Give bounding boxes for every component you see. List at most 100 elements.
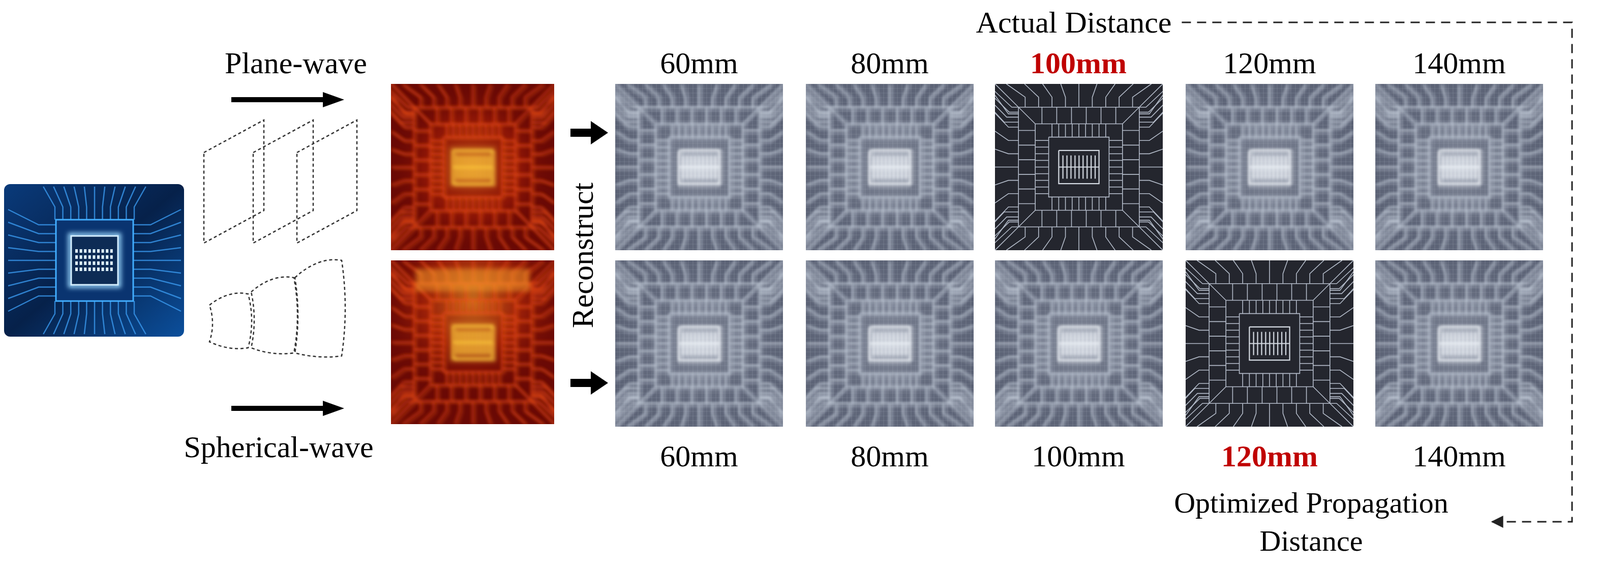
circuit-trace xyxy=(729,369,743,372)
circuit-trace xyxy=(701,196,704,210)
circuit-trace xyxy=(859,140,921,201)
circuit-trace xyxy=(729,195,743,198)
circuit-trace xyxy=(453,108,455,126)
ringing-streak xyxy=(646,260,648,427)
circuit-trace xyxy=(474,85,476,109)
circuit-trace xyxy=(510,212,512,229)
reconstruction-image xyxy=(615,260,783,427)
circuit-trace xyxy=(729,159,743,162)
circuit-trace xyxy=(933,191,951,193)
circuit-trace xyxy=(698,196,701,210)
circuit-trace xyxy=(453,212,455,229)
circuit-trace xyxy=(644,226,659,251)
circuit-trace xyxy=(933,205,951,208)
circuit-trace xyxy=(644,260,659,284)
circuit-trace xyxy=(684,299,687,314)
circuit-layer xyxy=(615,83,783,251)
circuit-trace xyxy=(742,306,760,308)
top-glow xyxy=(415,268,530,292)
circuit-trace xyxy=(712,83,717,108)
circuit-trace xyxy=(846,146,860,148)
circuit-trace xyxy=(416,284,534,403)
circuit-trace xyxy=(902,123,904,137)
circuit-trace xyxy=(450,107,452,125)
ringing-streak xyxy=(805,142,974,144)
circuit-trace xyxy=(690,107,693,125)
circuit-trace xyxy=(759,196,783,206)
circuit-layer xyxy=(805,83,974,251)
circuit-trace xyxy=(437,401,447,425)
ringing-streak xyxy=(805,147,974,149)
circuit-trace xyxy=(735,386,737,404)
circuit-trace xyxy=(902,226,908,251)
circuit-trace xyxy=(662,260,673,284)
circuit-trace xyxy=(501,139,516,142)
circuit-trace xyxy=(708,196,710,210)
circuit-trace xyxy=(481,386,483,403)
circuit-trace xyxy=(871,196,874,210)
circuit-trace xyxy=(690,210,693,228)
circuit-trace xyxy=(875,123,878,137)
chip-trace xyxy=(110,186,115,220)
ringing-streak xyxy=(747,260,749,427)
circuit-trace xyxy=(698,299,701,314)
circuit-trace xyxy=(514,228,529,251)
circuit-trace xyxy=(430,315,444,317)
circuit-trace xyxy=(919,149,933,152)
spherical-wavefronts xyxy=(209,259,346,357)
ringing-streak xyxy=(864,83,866,251)
chip-cell xyxy=(88,261,92,265)
circuit-trace xyxy=(729,189,743,191)
circuit-trace xyxy=(671,123,674,137)
ringing-streak xyxy=(805,119,974,122)
chip-trace xyxy=(74,300,79,335)
circuit-trace xyxy=(698,260,701,284)
circuit-trace xyxy=(705,299,707,314)
circuit-trace xyxy=(846,172,860,175)
circuit-trace xyxy=(638,335,656,338)
chip-cell xyxy=(97,267,100,271)
circuit-trace xyxy=(430,179,444,181)
circuit-trace xyxy=(846,139,860,142)
circuit-trace xyxy=(676,283,678,301)
circuit-trace xyxy=(655,342,669,345)
circuit-trace xyxy=(445,371,448,385)
circuit-trace xyxy=(655,365,669,368)
circuit-trace xyxy=(705,210,708,228)
circuit-trace xyxy=(846,186,860,188)
chip-cell xyxy=(101,249,105,253)
circuit-trace xyxy=(729,182,743,185)
chip-trace xyxy=(53,300,63,335)
reconstruction-image xyxy=(615,83,783,251)
circuit-trace xyxy=(485,299,487,313)
circuit-trace xyxy=(846,182,860,185)
circuit-trace xyxy=(708,299,710,314)
circuit-trace xyxy=(726,226,736,251)
circuit-trace xyxy=(515,319,532,322)
circuit-trace xyxy=(905,196,908,210)
circuit-trace xyxy=(491,299,494,313)
circuit-trace xyxy=(721,196,723,210)
circuit-trace xyxy=(453,386,455,403)
chip-cell xyxy=(97,255,100,259)
circuit-trace xyxy=(515,144,532,146)
ringing-streak xyxy=(615,365,783,367)
ringing-streak xyxy=(615,142,783,144)
ringing-streak xyxy=(747,83,749,251)
circuit-trace xyxy=(829,144,847,146)
circuit-trace xyxy=(742,320,760,323)
circuit-trace xyxy=(729,260,739,284)
circuit-trace xyxy=(698,373,701,387)
reconstruction-image xyxy=(805,83,974,251)
circuit-trace xyxy=(742,83,783,124)
circuit-trace xyxy=(714,196,717,210)
circuit-trace xyxy=(687,299,690,314)
circuit-trace xyxy=(853,83,863,108)
circuit-trace xyxy=(501,153,516,155)
circuit-trace xyxy=(701,373,704,387)
circuit-trace xyxy=(655,329,669,331)
circuit-trace xyxy=(507,107,510,125)
chip-cell xyxy=(75,249,78,253)
circuit-trace xyxy=(474,402,476,425)
